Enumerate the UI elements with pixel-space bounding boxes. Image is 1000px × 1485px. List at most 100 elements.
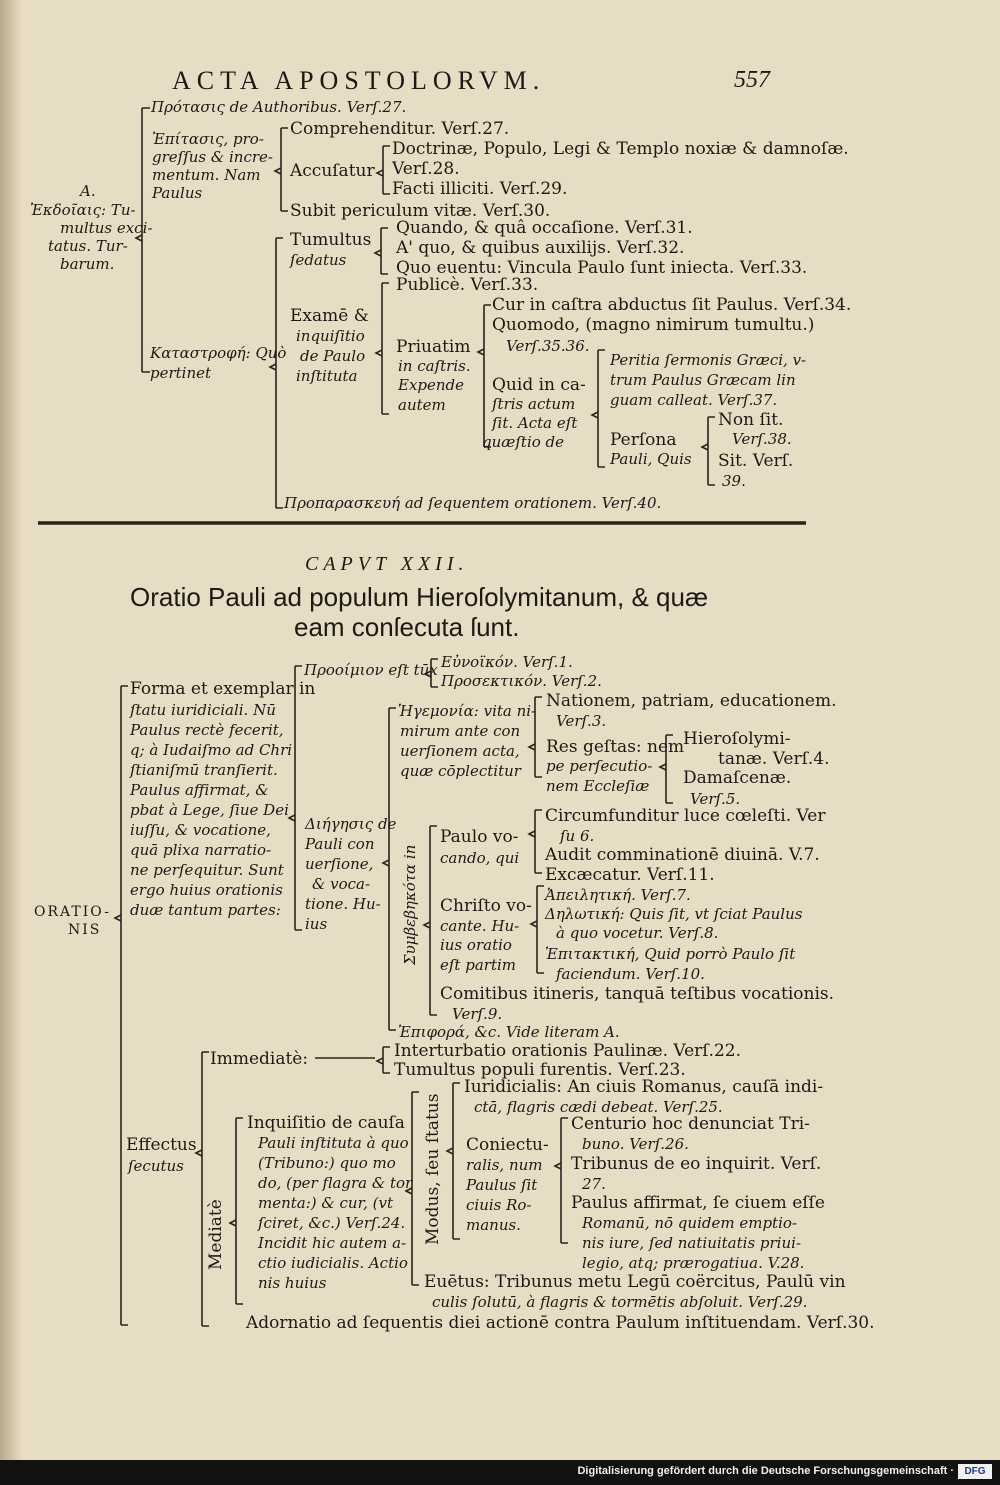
hierosolymitanae-1: Hieroſolymi- [683, 729, 791, 749]
forma-5: ſtianiſmū tranſierit. [130, 761, 278, 779]
oratio-root-2: NIS [68, 922, 102, 938]
accusatur: Accuſatur [290, 161, 375, 181]
damascenae-1: Damaſcenæ. [683, 768, 792, 788]
protasis: Πρότασις de Authoribus. Verſ.27. [151, 98, 407, 116]
persona-2: Pauli, Quis [610, 450, 692, 468]
centurio-2: buno. Verſ.26. [582, 1135, 689, 1153]
diegesis-6: ius [305, 915, 328, 933]
outline-a-root-1: Ἐκδοῖαις: Tu- [30, 201, 136, 219]
paulus-affirmat-3: nis iure, ſed natiuitatis priui- [582, 1234, 802, 1252]
non-2: Verſ.38. [732, 430, 792, 448]
epitaktike-1: Ἐπιτακτική, Quid porrò Paulo ſit [545, 945, 796, 963]
paulo-vocando-1: Paulo vo- [440, 827, 519, 847]
forma-10: ne perſequitur. Sunt [130, 861, 284, 879]
coniecturalis-5: manus. [466, 1216, 521, 1234]
immediate: Immediatè: [210, 1049, 309, 1069]
bracket-examen [374, 282, 389, 415]
res-gestas-3: nem Eccleſiæ [546, 777, 650, 795]
tumultus-1: Tumultus [290, 230, 372, 250]
circumfunditur-1: Circumfunditur luce cœleſti. Ver [545, 806, 826, 826]
bracket-effectus [194, 1051, 209, 1327]
tumultus-populi: Tumultus populi furentis. Verſ.23. [394, 1060, 686, 1080]
forma-6: Paulus affirmat, & [130, 781, 269, 799]
circumfunditur-2: ſu 6. [560, 827, 595, 845]
bracket-tumultus [373, 227, 388, 275]
tribunus-2: 27. [582, 1175, 606, 1193]
christo-vocante-1: Chriſto vo- [440, 896, 532, 916]
privatim-4: autem [398, 396, 446, 414]
chapter-label: CAPVT XXII. [305, 553, 469, 575]
eventus-1: Euētus: Tribunus metu Legū coërcitus, Pa… [424, 1272, 846, 1292]
bracket-oratio [287, 665, 302, 931]
bracket-symbebekota [422, 825, 437, 1016]
coniecturalis-2: ralis, num [466, 1156, 543, 1174]
page-gutter-shadow [0, 0, 22, 1460]
publice: Publicè. Verſ.33. [396, 275, 539, 295]
diegesis-2: Pauli con [305, 835, 375, 853]
res-gestas-2: pe perſecutio- [546, 757, 653, 775]
inquisitio-7: Incidit hic autem a- [258, 1234, 407, 1252]
diegesis-3: uerſione, [305, 855, 374, 873]
iuridicialis-2: ctā, flagris cædi debeat. Verſ.25. [474, 1098, 723, 1116]
bracket-a-main [134, 107, 150, 373]
examen-4: inſtituta [296, 367, 358, 385]
symbebekota-vertical: Συμβεβηκότα in [401, 844, 419, 965]
epitaktike-2: faciendum. Verſ.10. [556, 965, 705, 983]
christo-vocante-4: eſt partim [440, 956, 516, 974]
bracket-b-main [113, 685, 128, 1326]
examen-1: Examē & [290, 306, 369, 326]
hegemonia-1: Ἡγεμονία: vita ni- [398, 702, 537, 720]
bracket-persona [700, 416, 715, 486]
bracket-christo [529, 885, 544, 974]
effectus-2: ſecutus [128, 1157, 184, 1175]
bracket-epitasis [273, 127, 288, 212]
examen-2: inquiſitio [296, 327, 365, 345]
modus-vertical: Modus, ſeu ſtatus [423, 1093, 443, 1245]
paulus-affirmat-4: legio, atq; prærogatiua. V.28. [582, 1254, 805, 1272]
comprehenditur: Comprehenditur. Verſ.27. [290, 119, 510, 139]
apeilitike: Ἀπειλητική. Verſ.7. [545, 886, 691, 904]
audit: Audit comminationē diuinā. V.7. [545, 845, 820, 865]
excaecatur: Excæcatur. Verſ.11. [545, 865, 715, 885]
examen-3: de Paulo [300, 347, 366, 365]
a-quo: A' quo, & quibus auxilijs. Verſ.32. [396, 238, 685, 258]
quo-eventu: Quo euentu: Vincula Paulo ſunt iniecta. … [396, 258, 808, 278]
hierosolymitanae-2: tanæ. Verſ.4. [718, 749, 830, 769]
outline-a-root-2: multus exci- [60, 219, 153, 237]
prosektikon: Προσεκτικόν. Verſ.2. [441, 672, 602, 690]
dfg-logo: DFG [958, 1464, 992, 1479]
christo-vocante-2: cante. Hu- [440, 917, 520, 935]
oratio-root-1: ORATIO- [34, 904, 111, 920]
forma-4: q; à Iudaiſmo ad Chri [130, 741, 293, 759]
forma-1: Forma et exemplar in [130, 679, 316, 699]
quid-1: Quid in ca- [492, 375, 586, 395]
coniecturalis-3: Paulus ſit [466, 1176, 538, 1194]
interturbatio: Interturbatio orationis Paulinæ. Verſ.22… [394, 1041, 742, 1061]
hegemonia-3: uerſionem acta, [400, 742, 520, 760]
subit: Subit periculum vitæ. Verſ.30. [290, 201, 551, 221]
bracket-catastrophe [268, 237, 283, 509]
running-title: ACTA APOSTOLORVM. [172, 66, 546, 95]
tumultus-2: ſedatus [290, 251, 347, 269]
privatim-3: Expende [398, 376, 465, 394]
bracket-privatim [476, 304, 491, 448]
diegesis-1: Διήγησις de [305, 815, 397, 833]
forma-11: ergo huius orationis [130, 881, 283, 899]
coniecturalis-1: Coniectu- [466, 1135, 549, 1155]
peritia-1: Peritia ſermonis Græci, v- [610, 351, 807, 369]
bracket-prooemium [423, 658, 438, 688]
footer-bar: Digitalisierung gefördert durch die Deut… [0, 1460, 1000, 1485]
paulus-affirmat-2: Romanū, nō quidem emptio- [582, 1214, 797, 1232]
epitasis-2: greſſus & incre- [152, 148, 273, 166]
bracket-mediate [228, 1117, 243, 1305]
chapter-title-line-1: Oratio Pauli ad populum Hieroſolymitanum… [130, 582, 709, 612]
bracket-immediate [375, 1046, 390, 1074]
doctrinae-2: Verſ.28. [392, 159, 460, 179]
peritia-3: guam calleat. Verſ.37. [610, 391, 778, 409]
catastrophe-1: Καταστροφή: Quò [150, 344, 287, 362]
quid-3: ſit. Acta eſt [492, 414, 578, 432]
doctrinae-1: Doctrinæ, Populo, Legi & Templo noxiæ & … [392, 139, 849, 159]
quando: Quando, & quâ occaſione. Verſ.31. [396, 218, 693, 238]
